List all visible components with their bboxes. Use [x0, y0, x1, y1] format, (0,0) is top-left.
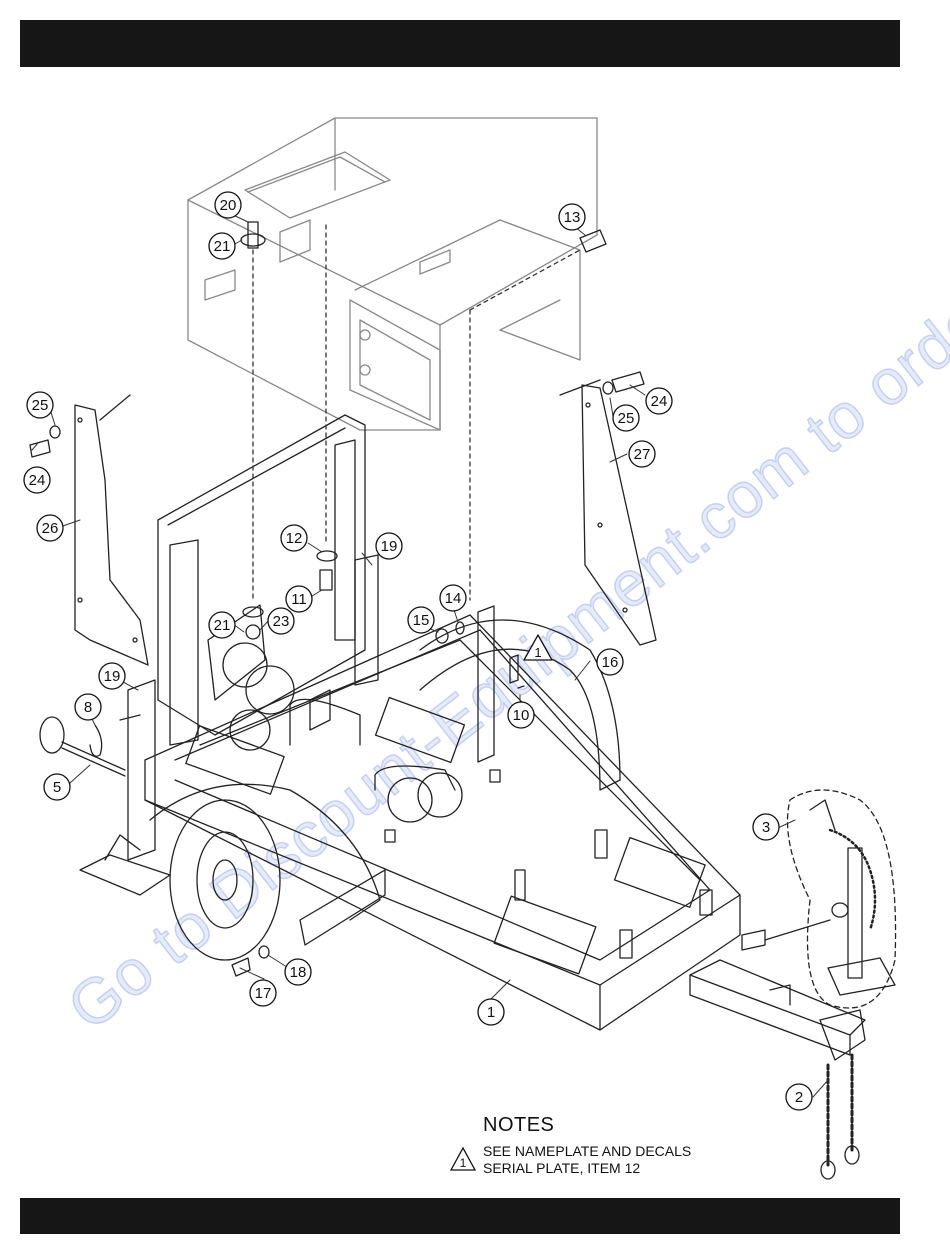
callout-19: 19	[99, 663, 125, 689]
warning-triangle-icon: 1	[448, 1145, 478, 1173]
callout-24: 24	[646, 388, 672, 414]
callout-number: 20	[220, 197, 237, 214]
callout-25: 25	[613, 405, 639, 431]
callout-27: 27	[629, 441, 655, 467]
callout-number: 23	[273, 613, 290, 630]
callout-26: 26	[37, 515, 63, 541]
callout-number: 27	[634, 446, 651, 463]
front-fender-wheel	[150, 784, 385, 960]
callout-number: 3	[762, 819, 770, 836]
callout-24: 24	[24, 467, 50, 493]
note-line-1: SEE NAMEPLATE AND DECALS	[483, 1143, 691, 1160]
callout-number: 14	[445, 590, 462, 607]
lock-pin	[40, 717, 125, 776]
callout-number: 10	[513, 707, 530, 724]
right-side-panel	[560, 380, 656, 645]
callout-2: 2	[786, 1084, 812, 1110]
callout-number: 8	[84, 699, 92, 716]
notice-mark-number: 1	[534, 645, 541, 660]
trailer-chassis	[145, 615, 740, 1030]
callout-8: 8	[75, 694, 101, 720]
callout-14: 14	[440, 585, 466, 611]
tow-tongue	[690, 960, 865, 1060]
callout-18: 18	[285, 959, 311, 985]
callout-number: 15	[413, 612, 430, 629]
callout-number: 24	[29, 472, 46, 489]
callout-number: 18	[290, 964, 307, 981]
note-item: 1 SEE NAMEPLATE AND DECALS SERIAL PLATE,…	[448, 1143, 788, 1177]
callout-16: 16	[597, 649, 623, 675]
rear-frame-panel	[158, 415, 365, 750]
callout-number: 24	[651, 393, 668, 410]
callout-11: 11	[286, 586, 312, 612]
frame-posts	[355, 555, 494, 762]
leader-lines	[32, 213, 828, 1097]
callout-number: 1	[487, 1004, 495, 1021]
callout-21: 21	[209, 233, 235, 259]
callout-15: 15	[408, 607, 434, 633]
callout-number: 16	[602, 654, 619, 671]
notes-title: NOTES	[483, 1114, 788, 1137]
callout-19: 19	[376, 533, 402, 559]
warning-triangle-icon: 1	[524, 635, 552, 660]
callout-number: 25	[32, 397, 49, 414]
callout-number: 11	[291, 591, 307, 608]
notice-mark-group: 1	[524, 635, 552, 660]
callout-21: 21	[209, 612, 235, 638]
callout-number: 19	[381, 538, 398, 555]
note-text: SEE NAMEPLATE AND DECALS SERIAL PLATE, I…	[483, 1143, 691, 1177]
safety-chains	[821, 1055, 859, 1179]
callout-23: 23	[268, 608, 294, 634]
callout-number: 13	[564, 209, 581, 226]
callout-number: 12	[286, 530, 303, 547]
callout-number: 21	[214, 617, 231, 634]
callout-3: 3	[753, 814, 779, 840]
callout-13: 13	[559, 204, 585, 230]
left-side-panel	[75, 395, 148, 665]
callout-12: 12	[281, 525, 307, 551]
note-marker: 1	[460, 1156, 467, 1170]
hardware-fasteners	[30, 222, 644, 976]
callout-number: 21	[214, 238, 231, 255]
footer-bar	[20, 1198, 900, 1234]
callout-number: 17	[255, 985, 272, 1002]
callout-5: 5	[44, 774, 70, 800]
note-line-2: SERIAL PLATE, ITEM 12	[483, 1160, 691, 1177]
callout-10: 10	[508, 702, 534, 728]
callout-number: 25	[618, 410, 635, 427]
callout-25: 25	[27, 392, 53, 418]
callout-number: 19	[104, 668, 121, 685]
hair-pin-clip	[90, 725, 102, 756]
callout-number: 2	[795, 1089, 803, 1106]
callout-number: 26	[42, 520, 59, 537]
callout-17: 17	[250, 980, 276, 1006]
callout-20: 20	[215, 192, 241, 218]
notes-block: NOTES 1 SEE NAMEPLATE AND DECALS SERIAL …	[448, 1114, 788, 1177]
callout-number: 5	[53, 779, 61, 796]
callout-1: 1	[478, 999, 504, 1025]
